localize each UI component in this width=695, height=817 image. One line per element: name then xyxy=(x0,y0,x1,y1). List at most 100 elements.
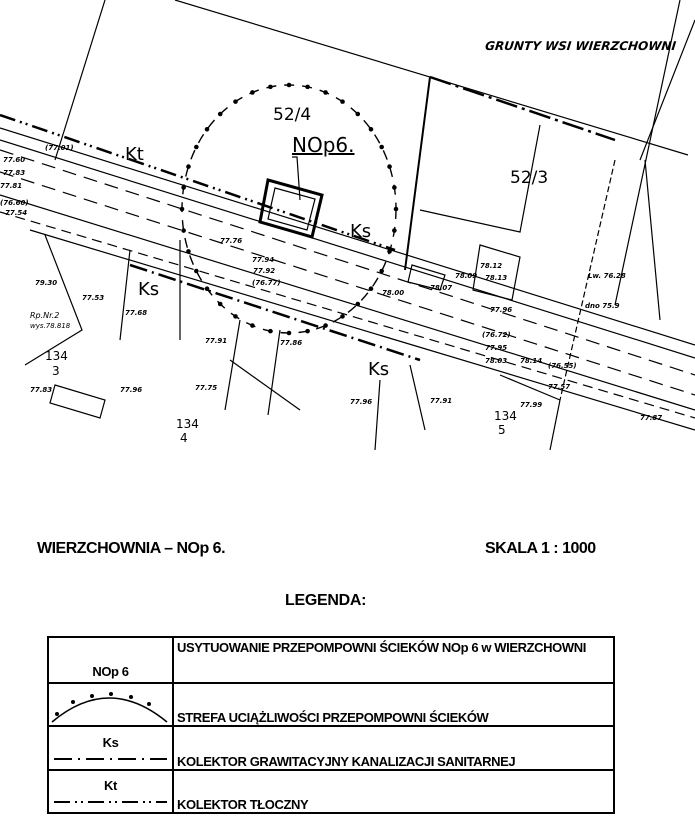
elevation-label: (77.01) xyxy=(45,144,74,152)
elevation-label: 78.00 xyxy=(382,289,404,297)
zone-dot xyxy=(286,82,292,88)
elevation-label: 77.75 xyxy=(195,384,217,392)
zone-dot xyxy=(179,206,185,212)
legend-symbol-label: Kt xyxy=(104,778,117,793)
zone-dot xyxy=(204,126,210,132)
zone-dot xyxy=(250,323,255,328)
parcel-fraction-den: 5 xyxy=(498,423,506,437)
benchmark-label: Rp.Nr.2 xyxy=(30,311,59,320)
parcel-fraction-num: 134 xyxy=(45,349,68,363)
zone-dot xyxy=(194,144,199,150)
elevation-label: 77.92 xyxy=(253,267,275,275)
pipe-label-ks: Ks xyxy=(138,279,159,300)
site-map: GRUNTY WSI WIERZCHOWNI 52/4 52/3 NOp6. K… xyxy=(0,0,695,450)
elevation-label: (76.60) xyxy=(0,199,29,207)
legend-description: KOLEKTOR TŁOCZNY xyxy=(172,769,615,814)
legend-symbol-station: NOp 6 xyxy=(47,636,174,684)
legend-row-kt: Kt KOLEKTOR TŁOCZNY xyxy=(47,769,615,814)
station-label: NOp6. xyxy=(292,133,354,157)
map-linework xyxy=(0,0,695,450)
legend-row-station: NOp 6 USYTUOWANIE PRZEPOMPOWNI ŚCIEKÓW N… xyxy=(47,636,615,684)
legend-row-ks: Ks KOLEKTOR GRAWITACYJNY KANALIZACJI SAN… xyxy=(47,725,615,771)
elevation-label: 78.12 xyxy=(480,262,502,270)
parcel-label: 52/3 xyxy=(510,168,548,188)
elevation-label: (76.55) xyxy=(548,362,577,370)
zone-dot xyxy=(305,84,310,90)
legend-description: STREFA UCIĄŻLIWOŚCI PRZEPOMPOWNI ŚCIEKÓW xyxy=(172,682,615,727)
pipe-label-kt: Kt xyxy=(125,144,144,165)
zone-dot xyxy=(217,111,223,117)
legend-symbol-label: NOp 6 xyxy=(92,664,129,679)
legend-symbol-kt: Kt xyxy=(47,769,174,814)
elevation-label: dno 75.9 xyxy=(585,302,620,310)
zone-dot xyxy=(186,249,191,254)
zone-dot xyxy=(387,164,392,169)
zone-dot xyxy=(181,228,186,233)
zone-dot xyxy=(368,126,374,132)
zone-dot xyxy=(204,286,210,292)
elevation-label: 77.99 xyxy=(520,401,542,409)
elevation-label: 77.96 xyxy=(120,386,142,394)
legend-symbol-ks: Ks xyxy=(47,725,174,771)
zone-dot xyxy=(233,99,238,104)
zone-arc-icon xyxy=(51,692,168,723)
zone-dot xyxy=(392,228,397,233)
zone-dot xyxy=(340,99,345,104)
parcel-fraction-den: 4 xyxy=(180,431,188,445)
zone-dot xyxy=(355,111,361,117)
elevation-label: 77.95 xyxy=(485,344,507,352)
elevation-label: 79.30 xyxy=(35,279,57,287)
elevation-label: 78.13 xyxy=(485,274,507,282)
drawing-scale: SKALA 1 : 1000 xyxy=(485,540,596,557)
elevation-label: 78.03 xyxy=(485,357,507,365)
zone-dot xyxy=(194,268,199,274)
zone-dot xyxy=(355,301,361,307)
parcel-fraction-den: 3 xyxy=(52,364,60,378)
legend-table: NOp 6 USYTUOWANIE PRZEPOMPOWNI ŚCIEKÓW N… xyxy=(47,636,615,814)
elevation-label: 78.09 xyxy=(455,272,477,280)
pressure-sewer-line-icon xyxy=(54,801,167,803)
legend-symbol-label: Ks xyxy=(102,735,119,750)
legend-title: LEGENDA: xyxy=(285,592,367,609)
parcel-label: 52/4 xyxy=(273,105,311,125)
elevation-label: 78.07 xyxy=(430,284,452,292)
elevation-label: 77.76 xyxy=(220,237,242,245)
zone-dot xyxy=(379,144,384,150)
legend-description: KOLEKTOR GRAWITACYJNY KANALIZACJI SANITA… xyxy=(172,725,615,771)
elevation-label: 77.96 xyxy=(350,398,372,406)
benchmark-height: wys.78.818 xyxy=(30,322,71,330)
legend-row-zone: STREFA UCIĄŻLIWOŚCI PRZEPOMPOWNI ŚCIEKÓW xyxy=(47,682,615,727)
zone-dot xyxy=(233,314,238,319)
elevation-label: (76.77) xyxy=(252,279,281,287)
drawing-title: WIERZCHOWNIA – NOp 6. xyxy=(37,540,226,557)
zone-dot xyxy=(268,84,273,90)
elevation-label: 77.81 xyxy=(0,182,22,190)
zone-dot xyxy=(340,314,345,319)
zone-dot xyxy=(368,286,374,292)
village-label: GRUNTY WSI WIERZCHOWNI xyxy=(484,39,677,53)
elevation-label: 77.86 xyxy=(280,339,302,347)
elevation-label: 77.87 xyxy=(640,414,662,422)
elevation-label: Lw. 76.28 xyxy=(588,272,626,280)
pipe-label-ks: Ks xyxy=(350,221,371,242)
zone-dot xyxy=(305,328,310,334)
elevation-label: 77.53 xyxy=(82,294,104,302)
zone-dot xyxy=(387,249,392,254)
legend-symbol-zone xyxy=(47,682,174,727)
elevation-label: (76.72) xyxy=(482,331,511,339)
elevation-label: 77.91 xyxy=(205,337,227,345)
zone-dot xyxy=(217,301,223,307)
zone-dot xyxy=(392,185,397,190)
zone-dot xyxy=(393,206,399,212)
elevation-label: 77.83 xyxy=(30,386,52,394)
pipe-label-ks: Ks xyxy=(368,359,389,380)
elevation-label: 77.91 xyxy=(430,397,452,405)
zone-dot xyxy=(181,185,186,190)
legend-description: USYTUOWANIE PRZEPOMPOWNI ŚCIEKÓW NOp 6 w… xyxy=(172,636,615,684)
elevation-label: 77.96 xyxy=(490,306,512,314)
elevation-label: 77.54 xyxy=(5,209,27,217)
gravity-sewer-line-icon xyxy=(54,758,167,760)
elevation-label: 77.60 xyxy=(3,156,25,164)
zone-dot xyxy=(186,164,191,169)
zone-dot xyxy=(268,328,273,334)
